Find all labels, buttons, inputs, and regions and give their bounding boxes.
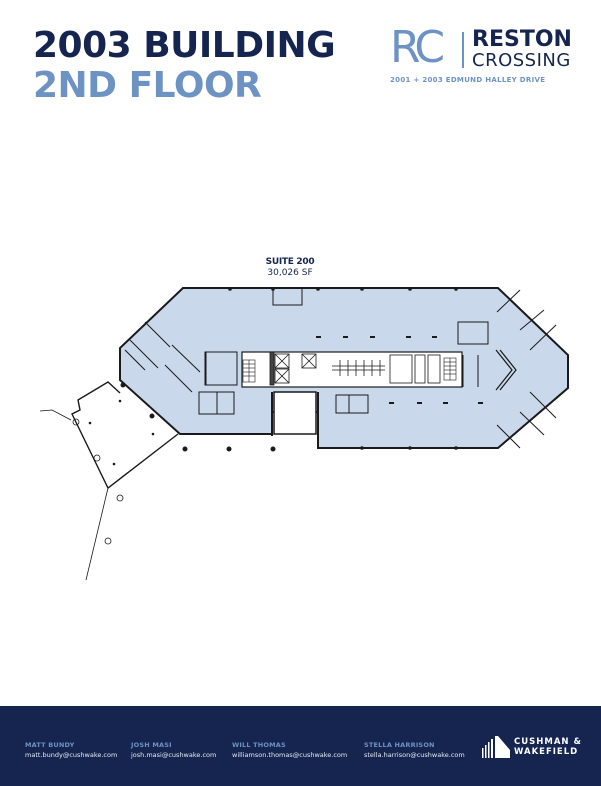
stairwell-right — [443, 357, 457, 381]
contact-name: WILL THOMAS — [232, 741, 286, 749]
contact-name: MATT BUNDY — [25, 741, 75, 749]
cushman-wakefield-wordmark: CUSHMAN & WAKEFIELD — [514, 737, 582, 757]
top-notch — [272, 288, 303, 306]
column-markers — [228, 287, 483, 450]
offices-left — [124, 321, 369, 415]
footer: MATT BUNDY matt.bundy@cushwake.com JOSH … — [0, 706, 601, 786]
suite-area: 30,026 SF — [267, 268, 313, 278]
contact-name: JOSH MASI — [131, 741, 172, 749]
contact-stella-harrison: STELLA HARRISON stella.harrison@cushwake… — [364, 740, 465, 760]
floor-title: 2ND FLOOR — [33, 65, 262, 106]
elevator-bank — [269, 351, 317, 386]
stairwell-left — [242, 359, 256, 383]
offices-right — [457, 289, 557, 449]
contact-email[interactable]: josh.masi@cushwake.com — [131, 751, 217, 759]
logo-name-line2: CROSSING — [472, 50, 571, 71]
contact-email[interactable]: stella.harrison@cushwake.com — [364, 751, 465, 759]
page-title: 2003 BUILDING 2ND FLOOR — [33, 25, 336, 106]
suite-label: SUITE 200 30,026 SF — [230, 257, 350, 278]
brand-line1: CUSHMAN & — [514, 737, 582, 747]
contact-josh-masi: JOSH MASI josh.masi@cushwake.com — [131, 740, 216, 760]
contact-email[interactable]: matt.bundy@cushwake.com — [25, 751, 118, 759]
terrace-outline — [39, 381, 179, 581]
cushman-wakefield-building-icon — [482, 736, 510, 758]
cushman-wakefield-logo: CUSHMAN & WAKEFIELD — [482, 736, 592, 758]
reston-crossing-logo: RC RESTON CROSSING 2001 + 2003 EDMUND HA… — [390, 26, 575, 88]
logo-divider — [462, 32, 464, 68]
contact-will-thomas: WILL THOMAS williamson.thomas@cushwake.c… — [232, 740, 347, 760]
contact-email[interactable]: williamson.thomas@cushwake.com — [232, 751, 348, 759]
exterior-columns — [120, 382, 276, 452]
brand-line2: WAKEFIELD — [514, 747, 579, 757]
contact-matt-bundy: MATT BUNDY matt.bundy@cushwake.com — [25, 740, 117, 760]
building-title: 2003 BUILDING — [33, 25, 336, 66]
logo-address: 2001 + 2003 EDMUND HALLEY DRIVE — [390, 76, 546, 84]
floor-plan — [39, 287, 569, 581]
logo-name-line1: RESTON — [472, 27, 572, 52]
logo-monogram: RC — [390, 22, 445, 73]
contact-name: STELLA HARRISON — [364, 741, 435, 749]
suite-name: SUITE 200 — [265, 257, 315, 267]
restrooms — [332, 354, 441, 384]
